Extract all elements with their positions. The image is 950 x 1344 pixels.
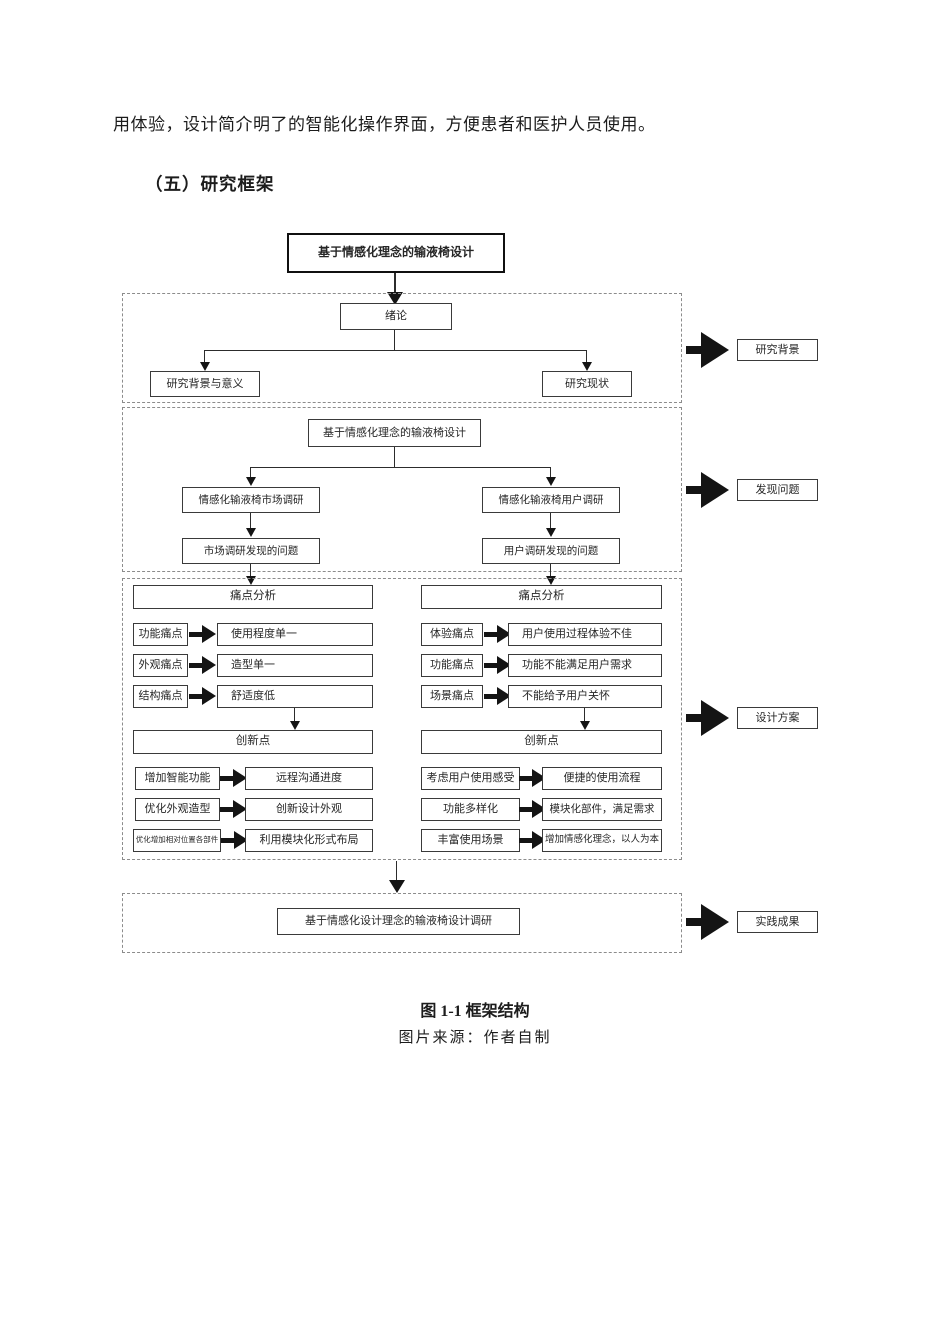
arrowhead-down-icon xyxy=(546,528,556,537)
side-label-design-plan: 设计方案 xyxy=(737,707,818,729)
intro-right-box: 研究现状 xyxy=(542,371,632,397)
pain-value: 使用程度单一 xyxy=(217,623,373,646)
connector-user-down xyxy=(550,513,551,529)
pain-label: 功能痛点 xyxy=(421,654,483,677)
pain-label: 体验痛点 xyxy=(421,623,483,646)
outcome-box: 基于情感化设计理念的输液椅设计调研 xyxy=(277,908,520,935)
arrowhead-down-icon xyxy=(246,528,256,537)
arrowhead-down-icon xyxy=(200,362,210,371)
connector-pain-to-innovation-right xyxy=(584,708,585,722)
innovation-label: 增加智能功能 xyxy=(135,767,220,790)
arrowhead-down-icon xyxy=(389,880,405,893)
arrow-right-icon xyxy=(189,655,217,675)
connector-research-left xyxy=(250,467,251,478)
arrow-right-icon xyxy=(189,624,217,644)
arrowhead-down-icon xyxy=(582,362,592,371)
connector-market-down xyxy=(250,513,251,529)
arrowhead-down-icon xyxy=(290,721,300,730)
side-label-practice-results: 实践成果 xyxy=(737,911,818,933)
section-pointer-arrow-icon xyxy=(686,472,730,508)
arrowhead-down-icon xyxy=(546,477,556,486)
section-intro-frame xyxy=(122,293,682,403)
innovation-label: 丰富使用场景 xyxy=(421,829,520,852)
connector-pain-to-innovation-left xyxy=(294,708,295,722)
innovation-label: 考虑用户使用感受 xyxy=(421,767,520,790)
research-title-box: 基于情感化理念的输液椅设计 xyxy=(308,419,481,447)
figure-caption-title: 图 1-1 框架结构 xyxy=(420,1003,530,1020)
user-research-box: 情感化输液椅用户调研 xyxy=(482,487,620,513)
section-heading: （五）研究框架 xyxy=(145,174,275,194)
market-research-box: 情感化输液椅市场调研 xyxy=(182,487,320,513)
arrowhead-down-icon xyxy=(246,576,256,585)
section-pointer-arrow-icon xyxy=(686,904,730,940)
connector-to-outcome xyxy=(396,861,397,881)
pain-label: 功能痛点 xyxy=(133,623,188,646)
arrowhead-down-icon xyxy=(387,292,403,305)
arrowhead-down-icon xyxy=(246,477,256,486)
pain-label: 结构痛点 xyxy=(133,685,188,708)
innovation-value: 创新设计外观 xyxy=(245,798,373,821)
pain-label: 外观痛点 xyxy=(133,654,188,677)
innovation-label: 优化增加相对位置各部件 xyxy=(133,829,221,852)
connector-research-stub xyxy=(394,447,395,467)
innovation-value: 增加情感化理念，以人为本 xyxy=(542,829,662,852)
section-pointer-arrow-icon xyxy=(686,332,730,368)
innovation-label: 功能多样化 xyxy=(421,798,520,821)
connector-root xyxy=(394,273,396,294)
pain-analysis-header-left: 痛点分析 xyxy=(133,585,373,609)
section-outcome-frame xyxy=(122,893,682,953)
connector-intro-right xyxy=(586,350,587,363)
connector-intro-split xyxy=(204,350,587,351)
pain-value: 造型单一 xyxy=(217,654,373,677)
innovation-value: 远程沟通进度 xyxy=(245,767,373,790)
innovation-value: 模块化部件，满足需求 xyxy=(542,798,662,821)
root-title-box: 基于情感化理念的输液椅设计 xyxy=(287,233,505,273)
arrowhead-down-icon xyxy=(546,576,556,585)
figure-caption-source: 图片来源：作者自制 xyxy=(398,1030,552,1046)
innovation-value: 利用模块化形式布局 xyxy=(245,829,373,852)
pain-value: 功能不能满足用户需求 xyxy=(508,654,662,677)
connector-research-split xyxy=(250,467,551,468)
intro-box: 绪论 xyxy=(340,303,452,330)
innovation-header-left: 创新点 xyxy=(133,730,373,754)
arrow-right-icon xyxy=(484,655,512,675)
pain-value: 用户使用过程体验不佳 xyxy=(508,623,662,646)
arrow-right-icon xyxy=(221,830,249,850)
connector-intro-left xyxy=(204,350,205,363)
section-pointer-arrow-icon xyxy=(686,700,730,736)
arrow-right-icon xyxy=(220,768,248,788)
arrowhead-down-icon xyxy=(580,721,590,730)
connector-to-pain-left xyxy=(250,564,251,577)
innovation-label: 优化外观造型 xyxy=(135,798,220,821)
side-label-problem-discovery: 发现问题 xyxy=(737,479,818,501)
intro-left-box: 研究背景与意义 xyxy=(150,371,260,397)
pain-value: 舒适度低 xyxy=(217,685,373,708)
user-problems-box: 用户调研发现的问题 xyxy=(482,538,620,564)
innovation-value: 便捷的使用流程 xyxy=(542,767,662,790)
section-design-frame xyxy=(122,578,682,860)
arrow-right-icon xyxy=(189,686,217,706)
pain-label: 场景痛点 xyxy=(421,685,483,708)
pain-analysis-header-right: 痛点分析 xyxy=(421,585,662,609)
innovation-header-right: 创新点 xyxy=(421,730,662,754)
side-label-research-background: 研究背景 xyxy=(737,339,818,361)
body-paragraph: 用体验，设计简介明了的智能化操作界面，方便患者和医护人员使用。 xyxy=(113,115,656,134)
connector-to-pain-right xyxy=(550,564,551,577)
connector-research-right xyxy=(550,467,551,478)
arrow-right-icon xyxy=(220,799,248,819)
section-research-frame xyxy=(122,407,682,572)
arrow-right-icon xyxy=(484,686,512,706)
pain-value: 不能给予用户关怀 xyxy=(508,685,662,708)
market-problems-box: 市场调研发现的问题 xyxy=(182,538,320,564)
arrow-right-icon xyxy=(484,624,512,644)
connector-intro-stub xyxy=(394,330,395,350)
